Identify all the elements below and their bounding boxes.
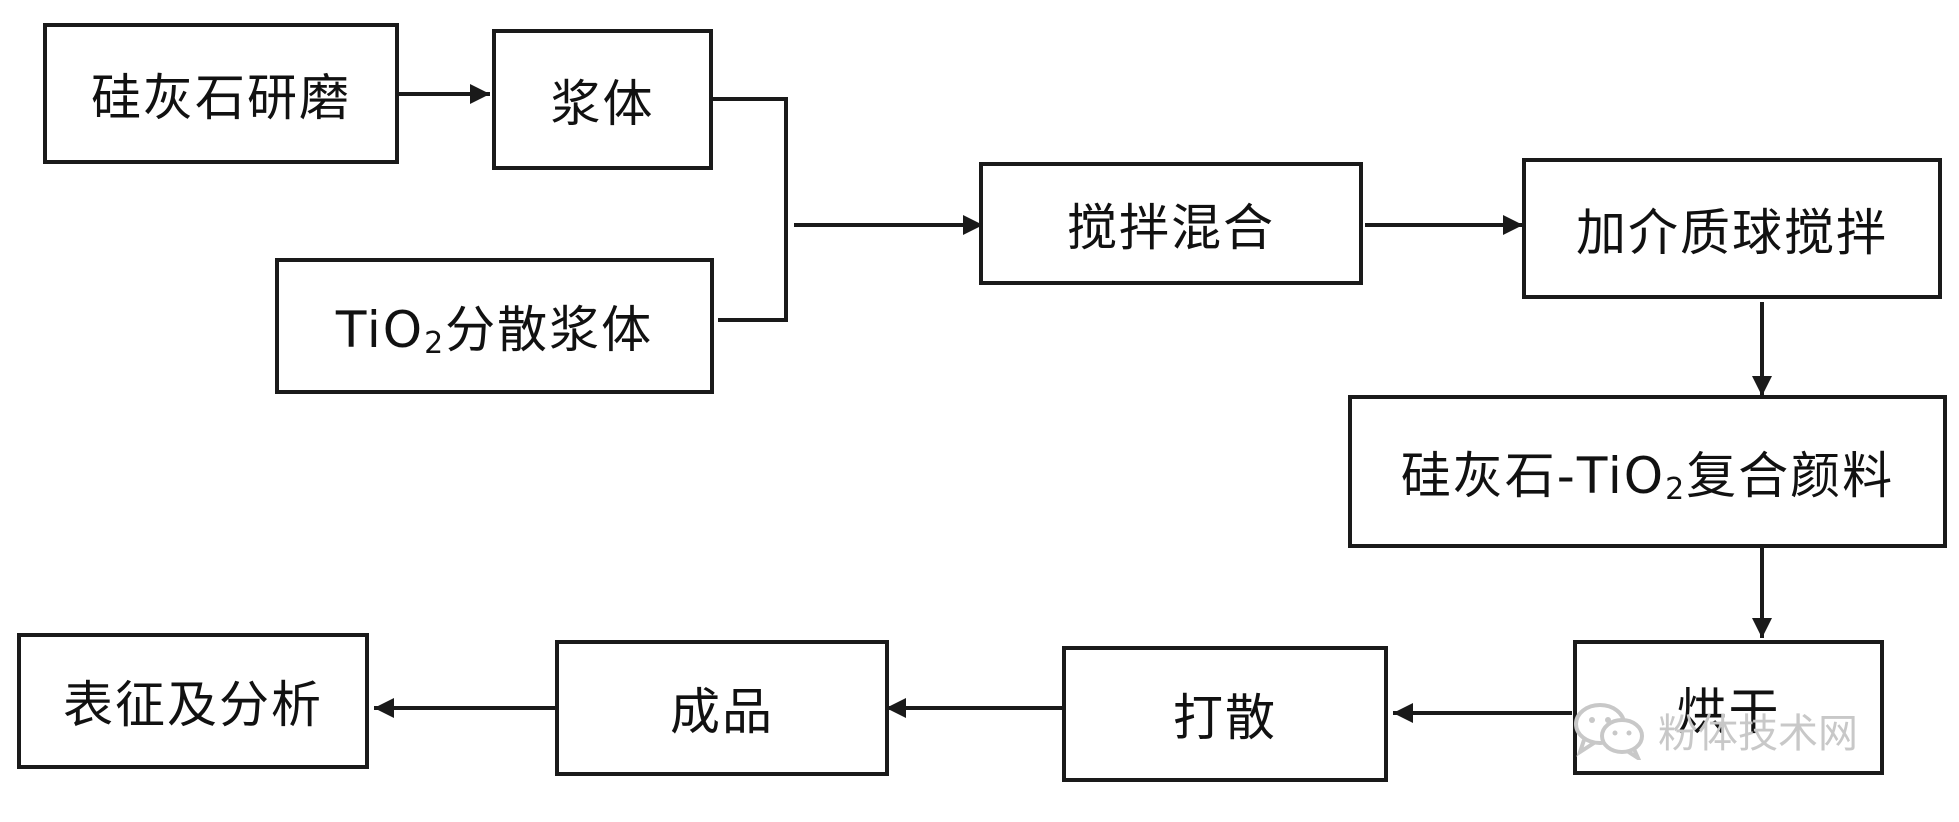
tio2-prefix: TiO xyxy=(335,301,425,359)
node-drying: 烘干 xyxy=(1573,640,1884,775)
line-tio2-to-junction xyxy=(718,225,788,322)
node-composite-pigment-label: 硅灰石-TiO2复合颜料 xyxy=(1401,436,1894,508)
node-product: 成品 xyxy=(555,640,889,776)
watermark-text: 粉体技术网 xyxy=(1658,711,1858,757)
node-dispersing-label: 打散 xyxy=(1173,689,1277,747)
node-slurry: 浆体 xyxy=(492,29,713,170)
wechat-icon xyxy=(1572,700,1648,760)
line-slurry-to-junction xyxy=(708,97,788,225)
node-tio2-slurry: TiO2分散浆体 xyxy=(275,258,714,394)
node-characterization-label: 表征及分析 xyxy=(63,676,323,734)
node-grinding-label: 硅灰石研磨 xyxy=(91,68,351,127)
tio2-suffix: 分散浆体 xyxy=(445,301,654,359)
node-product-label: 成品 xyxy=(670,683,774,741)
node-tio2-slurry-label: TiO2分散浆体 xyxy=(336,290,653,362)
composite-prefix: 硅灰石-TiO xyxy=(1400,446,1666,505)
composite-suffix: 复合颜料 xyxy=(1686,446,1895,505)
node-media-stir-label: 加介质球搅拌 xyxy=(1576,203,1888,262)
node-stir-mix-label: 搅拌混合 xyxy=(1067,198,1275,257)
tio2-subscript: 2 xyxy=(424,326,446,361)
node-drying-label: 烘干 xyxy=(1676,682,1781,741)
node-slurry-label: 浆体 xyxy=(550,74,655,133)
node-characterization: 表征及分析 xyxy=(17,633,369,769)
composite-subscript: 2 xyxy=(1665,471,1687,507)
node-dispersing: 打散 xyxy=(1062,646,1388,782)
watermark: 粉体技术网 xyxy=(1572,700,1858,760)
node-grinding: 硅灰石研磨 xyxy=(43,23,399,164)
node-composite-pigment: 硅灰石-TiO2复合颜料 xyxy=(1348,395,1947,548)
node-stir-mix: 搅拌混合 xyxy=(979,162,1363,285)
node-media-stir: 加介质球搅拌 xyxy=(1522,158,1942,299)
